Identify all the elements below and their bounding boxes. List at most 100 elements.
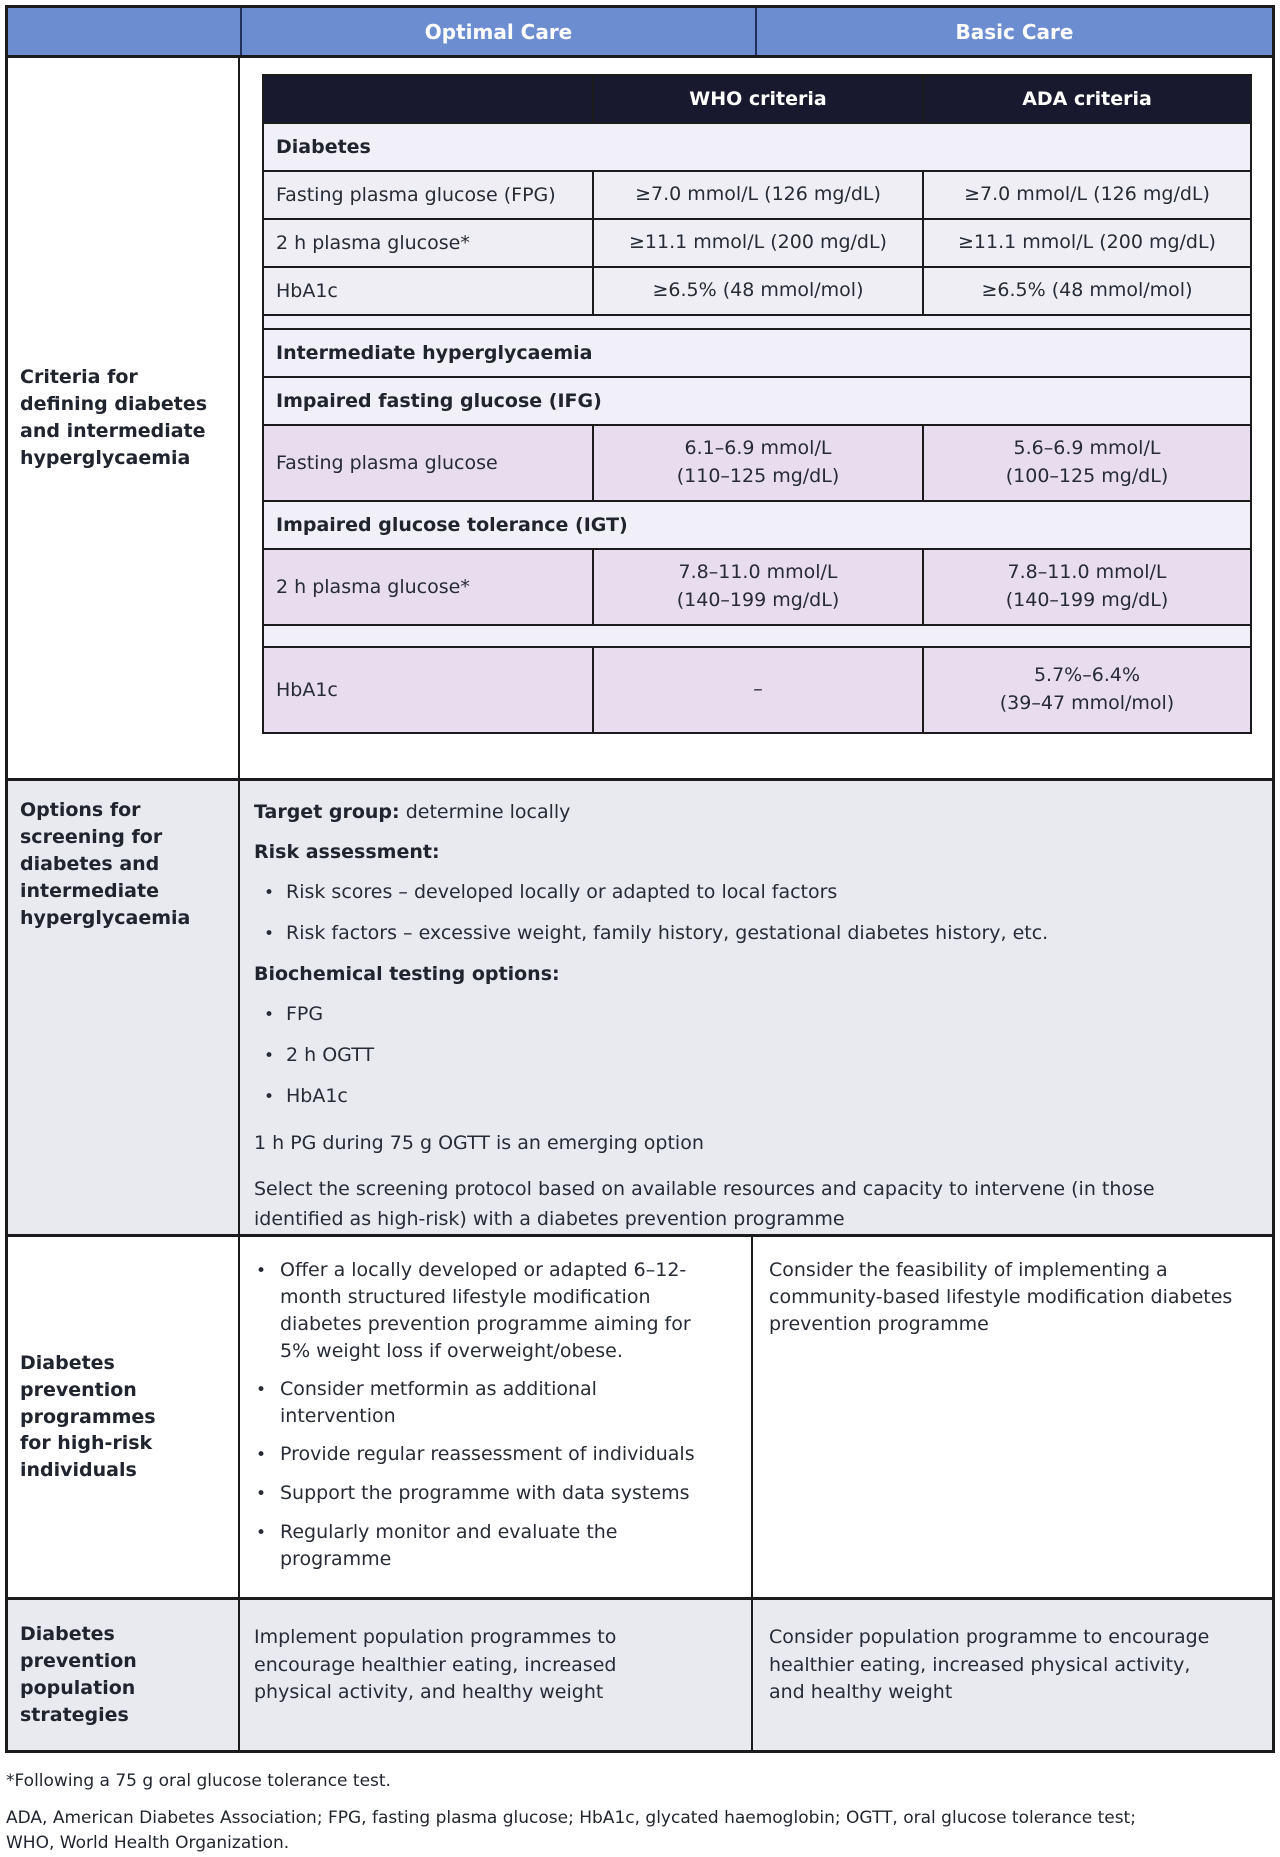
bullet-icon [254,1480,280,1508]
footnotes: *Following a 75 g oral glucose tolerance… [6,1769,1280,1857]
table-row-2h: 2 h plasma glucose* ≥11.1 mmol/L (200 mg… [262,218,1252,268]
guideline-table: Optimal Care Basic Care Criteria for def… [5,5,1275,1753]
criteria-table: WHO criteria ADA criteria Diabetes Fasti… [262,74,1252,734]
ada-criteria-header: ADA criteria [922,74,1252,124]
screening-content: Target group: determine locally Risk ass… [240,781,1272,1234]
risk-bullet-text: Risk factors – excessive weight, family … [286,922,1049,944]
bullet-icon [264,1081,286,1112]
list-item: 2 h OGTT [254,1040,1248,1071]
cell-who-value: ≥11.1 mmol/L (200 mg/dL) [592,218,924,268]
ada-value-line1: 7.8–11.0 mmol/L [1007,561,1167,584]
list-item: Risk scores – developed locally or adapt… [254,877,1248,908]
prevention-bullet-text: Provide regular reassessment of individu… [280,1443,695,1465]
list-item: Offer a locally developed or adapted 6–1… [254,1257,695,1365]
bullet-icon [264,1040,286,1071]
care-header-basic: Basic Care [755,8,1272,55]
who-criteria-header: WHO criteria [592,74,924,124]
row-label-prevention: Diabetes prevention programmes for high-… [8,1237,240,1597]
bullet-icon [254,1441,280,1469]
row-label-screening-text: Options for screening for diabetes and i… [20,799,191,929]
row-label-criteria: Criteria for defining diabetes and inter… [8,58,240,778]
cell-label: HbA1c [262,646,594,734]
cell-ada-value: 7.8–11.0 mmol/L (140–199 mg/dL) [922,548,1252,626]
row-label-criteria-text: Criteria for defining diabetes and inter… [20,366,208,469]
subheader-intermediate-text: Intermediate hyperglycaemia [262,328,1252,378]
list-item: Provide regular reassessment of individu… [254,1441,695,1469]
cell-label: Fasting plasma glucose [262,424,594,502]
protocol-note: Select the screening protocol based on a… [254,1178,1155,1230]
section-prevention-programmes: Diabetes prevention programmes for high-… [8,1234,1272,1597]
table-row-ifg: Fasting plasma glucose 6.1–6.9 mmol/L (1… [262,424,1252,502]
row-label-population-text: Diabetes prevention population strategie… [20,1623,137,1726]
population-basic-cell: Consider population programme to encoura… [769,1626,1210,1703]
list-item: FPG [254,999,1248,1030]
cell-label: Fasting plasma glucose (FPG) [262,170,594,220]
row-label-population: Diabetes prevention population strategie… [8,1600,240,1750]
ada-value-line2: (140–199 mg/dL) [1005,589,1169,611]
cell-who-value: 6.1–6.9 mmol/L (110–125 mg/dL) [592,424,924,502]
subheader-igt-text: Impaired glucose tolerance (IGT) [262,500,1252,550]
row-label-screening: Options for screening for diabetes and i… [8,781,240,1234]
row-label-prevention-text: Diabetes prevention programmes for high-… [20,1351,156,1482]
ada-value-line1: 5.7%–6.4% [1033,664,1141,687]
section-population-strategies: Diabetes prevention population strategie… [8,1597,1272,1750]
who-value-line1: 7.8–11.0 mmol/L [678,561,838,584]
cell-who-value: ≥7.0 mmol/L (126 mg/dL) [592,170,924,220]
table-gap-row [262,314,1252,330]
cell-label: HbA1c [262,266,594,316]
list-item: HbA1c [254,1081,1248,1112]
table-row-hba1c-intermediate: HbA1c – 5.7%–6.4% (39–47 mmol/mol) [262,646,1252,734]
cell-ada-value: ≥11.1 mmol/L (200 mg/dL) [922,218,1252,268]
ada-value-line2: (39–47 mmol/mol) [999,692,1175,714]
section-criteria: Criteria for defining diabetes and inter… [8,58,1272,778]
subheader-ifg: Impaired fasting glucose (IFG) [262,376,1252,426]
table-row-fpg: Fasting plasma glucose (FPG) ≥7.0 mmol/L… [262,170,1252,220]
section-screening: Options for screening for diabetes and i… [8,778,1272,1234]
footnote-asterisk: *Following a 75 g oral glucose tolerance… [6,1771,391,1791]
biochemical-bullet-text: HbA1c [286,1085,348,1107]
cell-who-value: ≥6.5% (48 mmol/mol) [592,266,924,316]
criteria-content: WHO criteria ADA criteria Diabetes Fasti… [240,58,1272,778]
cell-label: 2 h plasma glucose* [262,548,594,626]
biochemical-label: Biochemical testing options: [254,963,560,985]
target-group-value: determine locally [405,801,571,823]
list-item: Support the programme with data systems [254,1480,695,1508]
biochemical-bullet-text: 2 h OGTT [286,1044,375,1066]
cell-ada-value: 5.6–6.9 mmol/L (100–125 mg/dL) [922,424,1252,502]
prevention-optimal-cell: Offer a locally developed or adapted 6–1… [240,1237,753,1597]
bullet-icon [254,1519,280,1573]
bullet-icon [264,918,286,949]
emerging-option-note: 1 h PG during 75 g OGTT is an emerging o… [254,1132,704,1154]
cell-who-value: – [592,646,924,734]
subheader-diabetes-text: Diabetes [262,122,1252,172]
care-header-blank-cell [8,8,240,55]
who-value-line2: (140–199 mg/dL) [676,589,840,611]
who-value-line1: 6.1–6.9 mmol/L [684,437,832,460]
ada-value-line2: (100–125 mg/dL) [1005,465,1169,487]
population-optimal-cell: Implement population programmes to encou… [240,1600,753,1750]
list-item: Consider metformin as additional interve… [254,1376,695,1430]
prevention-bullet-text: Support the programme with data systems [280,1482,690,1504]
target-group-label: Target group: [254,801,400,823]
biochemical-bullet-text: FPG [286,1003,324,1025]
prevention-bullet-text: Consider metformin as additional interve… [280,1378,597,1427]
bullet-icon [264,999,286,1030]
prevention-bullet-text: Regularly monitor and evaluate the progr… [280,1521,618,1570]
table-gap-row [262,624,1252,648]
subheader-ifg-text: Impaired fasting glucose (IFG) [262,376,1252,426]
table-row-hba1c: HbA1c ≥6.5% (48 mmol/mol) ≥6.5% (48 mmol… [262,266,1252,316]
risk-bullet-text: Risk scores – developed locally or adapt… [286,881,838,903]
target-group-line: Target group: determine locally [254,797,1248,827]
subheader-igt: Impaired glucose tolerance (IGT) [262,500,1252,550]
cell-ada-value: ≥6.5% (48 mmol/mol) [922,266,1252,316]
footnote-abbreviations: ADA, American Diabetes Association; FPG,… [6,1807,1136,1854]
criteria-table-blank-header [262,74,594,124]
subheader-intermediate: Intermediate hyperglycaemia [262,328,1252,378]
prevention-basic-cell: Consider the feasibility of implementing… [769,1259,1233,1335]
cell-ada-value: ≥7.0 mmol/L (126 mg/dL) [922,170,1252,220]
subheader-diabetes: Diabetes [262,122,1252,172]
ada-value-line1: 5.6–6.9 mmol/L [1013,437,1161,460]
cell-label: 2 h plasma glucose* [262,218,594,268]
bullet-icon [254,1376,280,1430]
who-value-line2: (110–125 mg/dL) [676,465,840,487]
